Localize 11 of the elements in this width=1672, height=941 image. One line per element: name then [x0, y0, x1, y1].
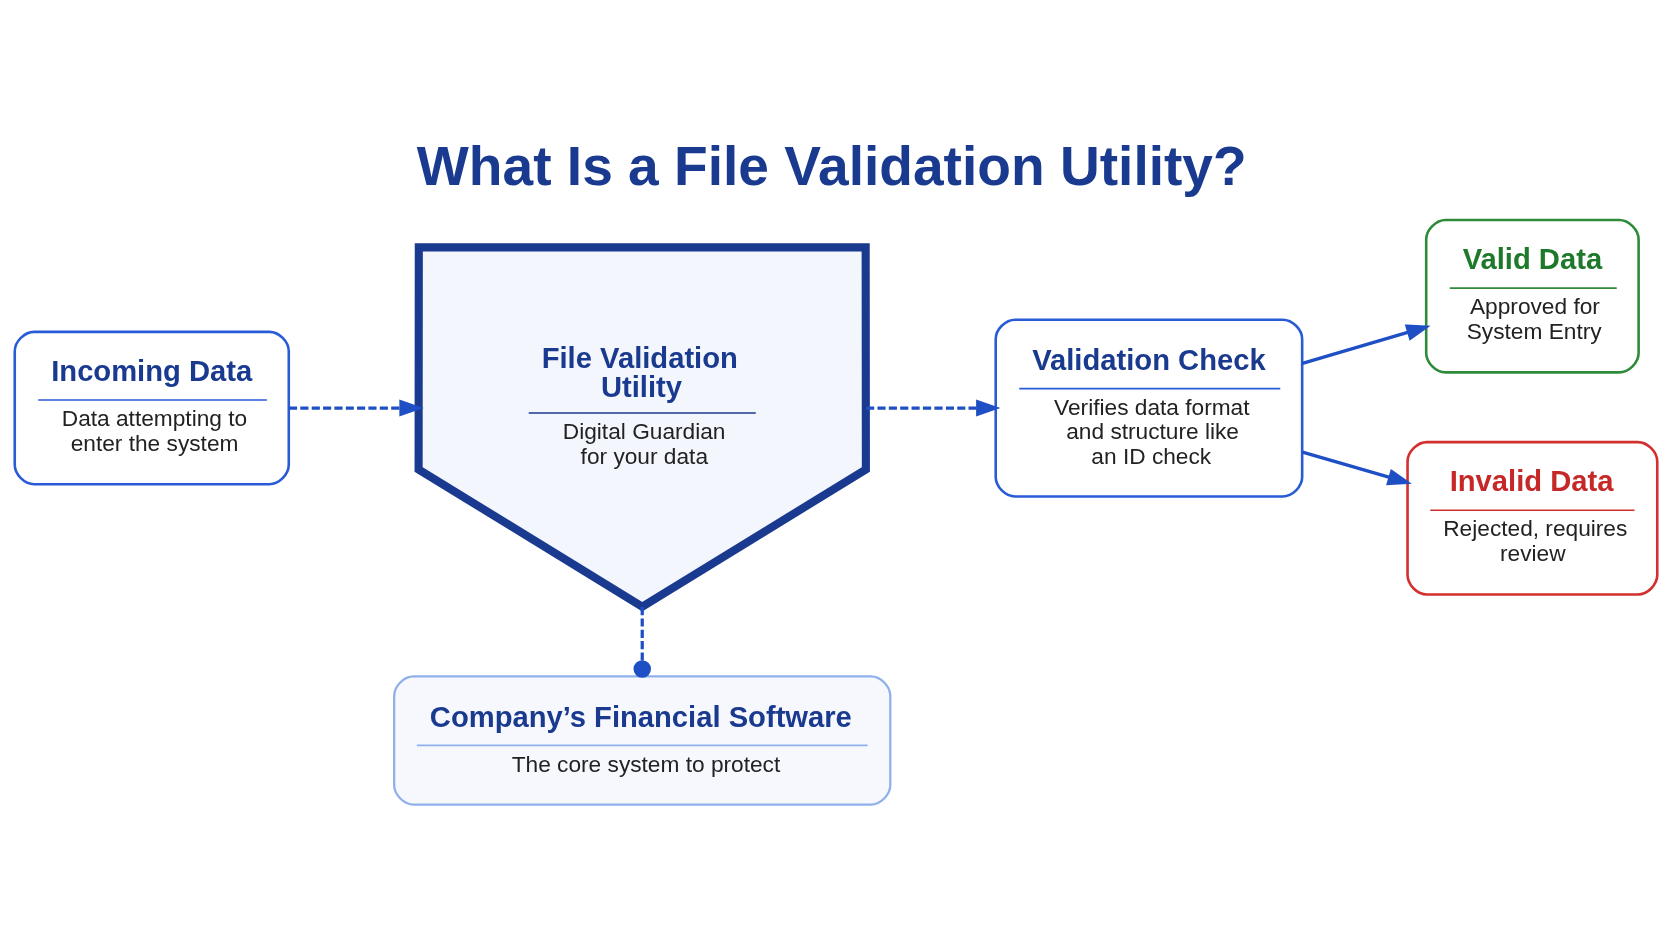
arrow: [1302, 450, 1412, 486]
node-box: Validation Check Verifies data format and structure like an ID check: [994, 318, 1304, 498]
connector: [633, 607, 651, 678]
node-box: Incoming Data Data attempting to enter the system: [13, 330, 291, 486]
node-box: Valid Data Approved for System Entry: [1424, 218, 1640, 374]
node-box: Company’s Financial Software The core system to protect: [393, 675, 892, 806]
arrow: [289, 399, 424, 417]
diagram-title: What Is a File Validation Utility?: [416, 135, 1247, 198]
arrow: [866, 399, 1001, 417]
node-box: Invalid Data Rejected, requires review: [1406, 440, 1659, 596]
arrow: [1302, 324, 1431, 365]
